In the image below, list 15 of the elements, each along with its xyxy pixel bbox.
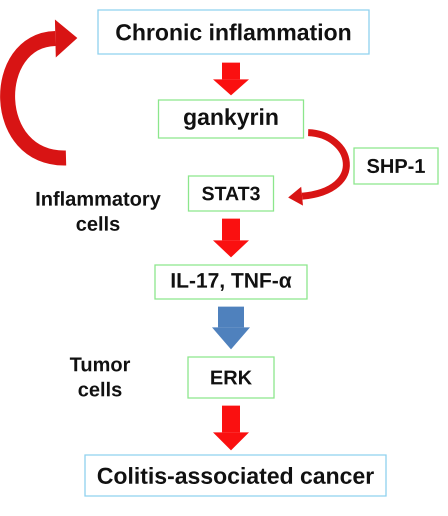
text-label: Tumor cells bbox=[70, 358, 130, 396]
process-box: SHP-1 bbox=[353, 147, 439, 185]
block-arrow bbox=[213, 218, 249, 258]
process-box: ERK bbox=[187, 356, 275, 399]
process-box: Chronic inflammation bbox=[97, 9, 370, 55]
block-arrow bbox=[213, 406, 249, 450]
curved-arrow bbox=[0, 20, 78, 166]
curved-arrow bbox=[288, 129, 350, 206]
process-box: gankyrin bbox=[158, 99, 304, 139]
process-box: IL-17, TNF-α bbox=[154, 264, 308, 300]
block-arrow bbox=[213, 62, 249, 96]
block-arrow bbox=[212, 306, 250, 350]
process-box: STAT3 bbox=[188, 175, 274, 212]
text-label: Inflammatory cells bbox=[36, 191, 161, 231]
process-box: Colitis-associated cancer bbox=[84, 454, 387, 497]
